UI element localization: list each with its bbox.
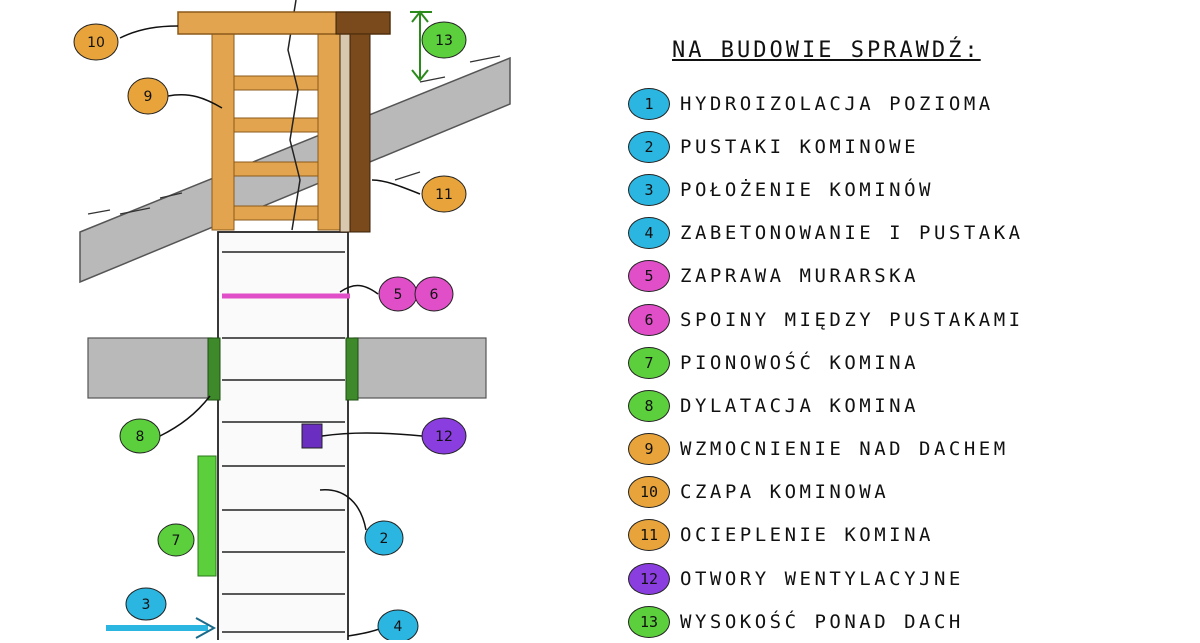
legend-item: 1 HYDROIZOLACJA POZIOMA <box>628 82 1188 125</box>
svg-text:8: 8 <box>136 429 145 445</box>
legend-number-badge: 7 <box>628 346 670 379</box>
legend-label: POŁOŻENIE KOMINÓW <box>680 178 934 201</box>
svg-text:13: 13 <box>435 33 453 49</box>
legend-number-badge: 1 <box>628 87 670 120</box>
callout-12: 12 <box>421 417 467 455</box>
svg-text:10: 10 <box>87 35 105 51</box>
ventilation-opening <box>301 423 323 449</box>
legend-label: HYDROIZOLACJA POZIOMA <box>680 92 994 115</box>
legend-label: WYSOKOŚĆ PONAD DACH <box>680 610 964 633</box>
svg-text:11: 11 <box>435 187 453 203</box>
svg-text:6: 6 <box>430 287 439 303</box>
callout-13: 13 <box>421 21 467 59</box>
chimney-sketch: 10 9 11 13 5 6 8 12 2 7 3 4 <box>73 0 511 640</box>
floor-slab-right <box>353 337 487 399</box>
reinforcement-post-right <box>317 29 341 231</box>
legend-label: DYLATACJA KOMINA <box>680 394 920 417</box>
legend-label: SPOINY MIĘDZY PUSTAKAMI <box>680 308 1024 331</box>
dilatation-right <box>345 337 359 401</box>
legend-label: PUSTAKI KOMINOWE <box>680 135 920 158</box>
cutaway-line <box>287 0 301 231</box>
legend-item: 13 WYSOKOŚĆ PONAD DACH <box>628 600 1188 643</box>
legend-item: 7 PIONOWOŚĆ KOMINA <box>628 341 1188 384</box>
legend-item: 6 SPOINY MIĘDZY PUSTAKAMI <box>628 298 1188 341</box>
height-dimension <box>410 10 432 82</box>
legend-item: 2 PUSTAKI KOMINOWE <box>628 125 1188 168</box>
legend-label: WZMOCNIENIE NAD DACHEM <box>680 438 1009 461</box>
svg-text:9: 9 <box>144 89 153 105</box>
legend-item: 10 CZAPA KOMINOWA <box>628 471 1188 514</box>
legend-item: 4 ZABETONOWANIE I PUSTAKA <box>628 212 1188 255</box>
legend-number-badge: 5 <box>628 260 670 293</box>
legend-number-badge: 10 <box>628 476 670 509</box>
legend-number-badge: 8 <box>628 389 670 422</box>
chimney-column <box>217 231 349 640</box>
callout-4: 4 <box>377 609 419 640</box>
legend-item: 11 OCIEPLENIE KOMINA <box>628 514 1188 557</box>
floor-slab-left <box>87 337 213 399</box>
legend-number-badge: 2 <box>628 130 670 163</box>
checklist-legend: 1 HYDROIZOLACJA POZIOMA 2 PUSTAKI KOMINOWE 3… <box>628 82 1188 643</box>
svg-text:2: 2 <box>380 531 389 547</box>
svg-text:7: 7 <box>172 533 181 549</box>
legend-label: CZAPA KOMINOWA <box>680 481 890 504</box>
callout-8: 8 <box>119 418 161 454</box>
insulation-inner <box>339 33 351 233</box>
block-joints <box>222 251 345 633</box>
legend-item: 5 ZAPRAWA MURARSKA <box>628 255 1188 298</box>
legend-label: ZABETONOWANIE I PUSTAKA <box>680 222 1024 245</box>
callout-9: 9 <box>127 77 169 115</box>
legend-label: PIONOWOŚĆ KOMINA <box>680 351 920 374</box>
callout-5: 5 <box>378 276 418 312</box>
legend-number-badge: 6 <box>628 303 670 336</box>
legend-label: OTWORY WENTYLACYJNE <box>680 567 964 590</box>
dilatation-left <box>207 337 221 401</box>
svg-text:3: 3 <box>142 597 151 613</box>
reinforcement-post-left <box>211 29 235 231</box>
checklist-title: NA BUDOWIE SPRAWDŹ: <box>672 38 981 63</box>
callout-6: 6 <box>414 276 454 312</box>
legend-item: 12 OTWORY WENTYLACYJNE <box>628 557 1188 600</box>
callout-10: 10 <box>73 23 119 61</box>
callout-11: 11 <box>421 175 467 213</box>
verticality-marker <box>197 455 217 577</box>
chimney-cap-insulated <box>335 11 391 35</box>
waterproofing-arrowhead <box>195 617 217 639</box>
legend-item: 8 DYLATACJA KOMINA <box>628 384 1188 427</box>
legend-number-badge: 4 <box>628 217 670 250</box>
callout-2: 2 <box>364 520 404 556</box>
legend-number-badge: 13 <box>628 605 670 638</box>
callout-7: 7 <box>157 523 195 557</box>
legend-label: ZAPRAWA MURARSKA <box>680 265 920 288</box>
legend-number-badge: 12 <box>628 562 670 595</box>
legend-label: OCIEPLENIE KOMINA <box>680 524 934 547</box>
legend-item: 3 POŁOŻENIE KOMINÓW <box>628 168 1188 211</box>
legend-number-badge: 11 <box>628 519 670 552</box>
leader-lines <box>119 25 423 637</box>
legend-item: 9 WZMOCNIENIE NAD DACHEM <box>628 428 1188 471</box>
svg-text:4: 4 <box>394 619 403 635</box>
svg-text:12: 12 <box>435 429 453 445</box>
svg-text:5: 5 <box>394 287 403 303</box>
legend-number-badge: 3 <box>628 173 670 206</box>
callout-3: 3 <box>125 587 167 621</box>
roof-hatching <box>87 55 501 215</box>
legend-number-badge: 9 <box>628 433 670 466</box>
